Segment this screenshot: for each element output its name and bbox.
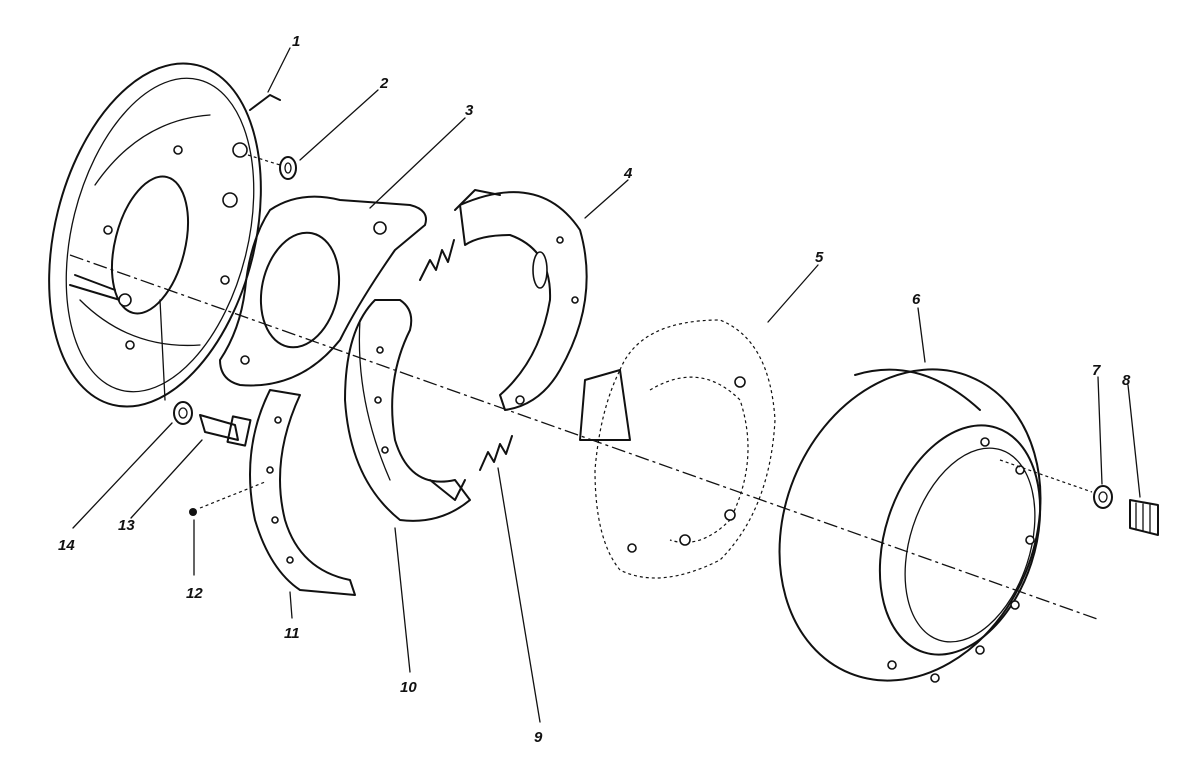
callout-12: 12 — [186, 585, 203, 602]
part-bolt — [199, 414, 252, 447]
part-stud-bolt — [1129, 499, 1159, 536]
callout-3: 3 — [465, 102, 474, 119]
callout-9: 9 — [534, 729, 543, 746]
part-washer — [159, 299, 193, 425]
part-nut — [247, 154, 297, 180]
callout-6: 6 — [912, 291, 921, 308]
callout-5: 5 — [815, 249, 824, 266]
callout-2: 2 — [379, 75, 389, 92]
part-drum-washer — [999, 459, 1113, 509]
callout-7: 7 — [1092, 362, 1101, 379]
part-upper-brake-shoe — [454, 189, 588, 411]
callout-11: 11 — [284, 625, 300, 642]
part-lower-brake-shoe — [344, 299, 471, 522]
part-upper-spring — [419, 239, 455, 281]
callout-8: 8 — [1122, 372, 1131, 389]
part-brake-drum — [778, 368, 1042, 683]
callout-10: 10 — [400, 679, 417, 696]
part-hub-flange — [579, 319, 776, 579]
callout-1: 1 — [292, 33, 300, 50]
part-backing-plate — [48, 62, 281, 408]
callout-13: 13 — [118, 517, 135, 534]
callout-14: 14 — [58, 537, 75, 554]
center-axis — [69, 254, 1101, 621]
callout-labels: 1 2 3 4 5 6 7 8 9 10 11 12 13 14 — [58, 33, 1131, 746]
leader-lines — [72, 47, 1141, 723]
part-rivet — [189, 481, 266, 516]
part-anchor-plate — [219, 195, 427, 387]
part-brake-lining — [249, 389, 356, 596]
callout-4: 4 — [623, 165, 633, 182]
part-lower-spring — [479, 435, 513, 471]
